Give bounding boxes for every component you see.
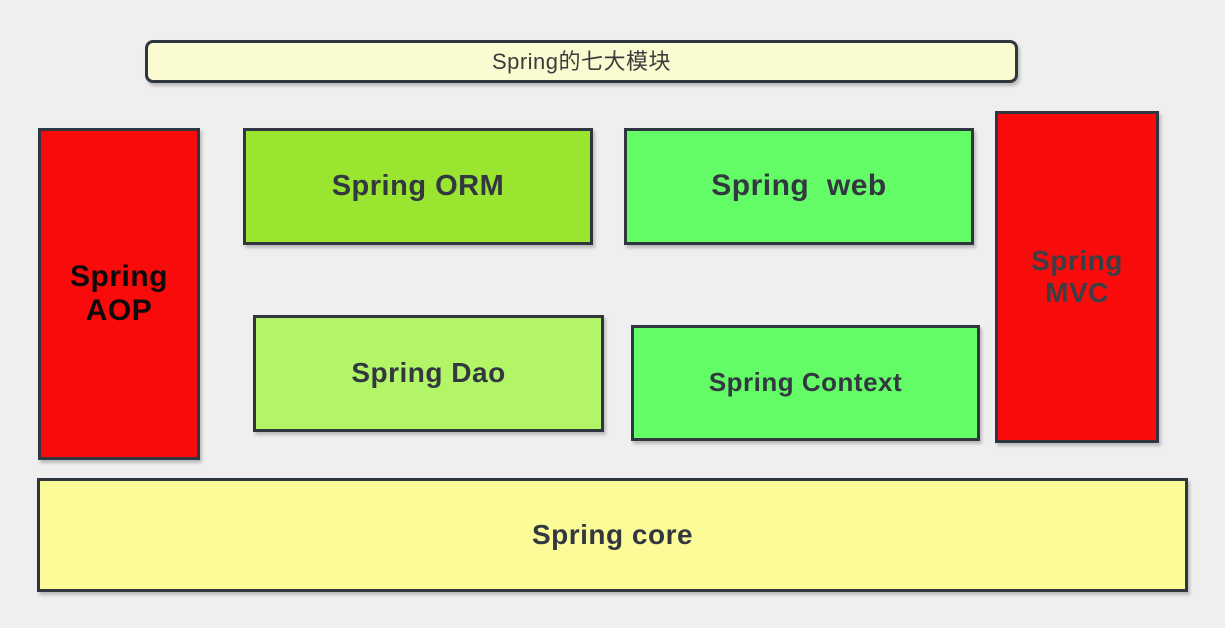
module-spring-core-label: Spring core bbox=[531, 518, 694, 550]
diagram-title-box: Spring的七大模块 bbox=[145, 40, 1018, 83]
module-spring-mvc-label: Spring MVC bbox=[1031, 244, 1123, 308]
module-spring-dao: Spring Dao bbox=[253, 315, 604, 432]
module-spring-core: Spring core bbox=[37, 478, 1188, 592]
module-spring-web-label: Spring web bbox=[711, 169, 887, 203]
module-spring-context: Spring Context bbox=[631, 325, 980, 441]
module-spring-mvc: Spring MVC bbox=[995, 111, 1159, 443]
module-spring-dao-label: Spring Dao bbox=[351, 357, 506, 389]
module-spring-orm: Spring ORM bbox=[243, 128, 593, 245]
module-spring-aop-label: Spring AOP bbox=[70, 259, 168, 328]
module-spring-aop: Spring AOP bbox=[38, 128, 200, 460]
diagram-title: Spring的七大模块 bbox=[491, 48, 672, 74]
module-spring-web: Spring web bbox=[624, 128, 974, 245]
module-spring-orm-label: Spring ORM bbox=[331, 169, 505, 202]
module-spring-context-label: Spring Context bbox=[708, 367, 903, 398]
